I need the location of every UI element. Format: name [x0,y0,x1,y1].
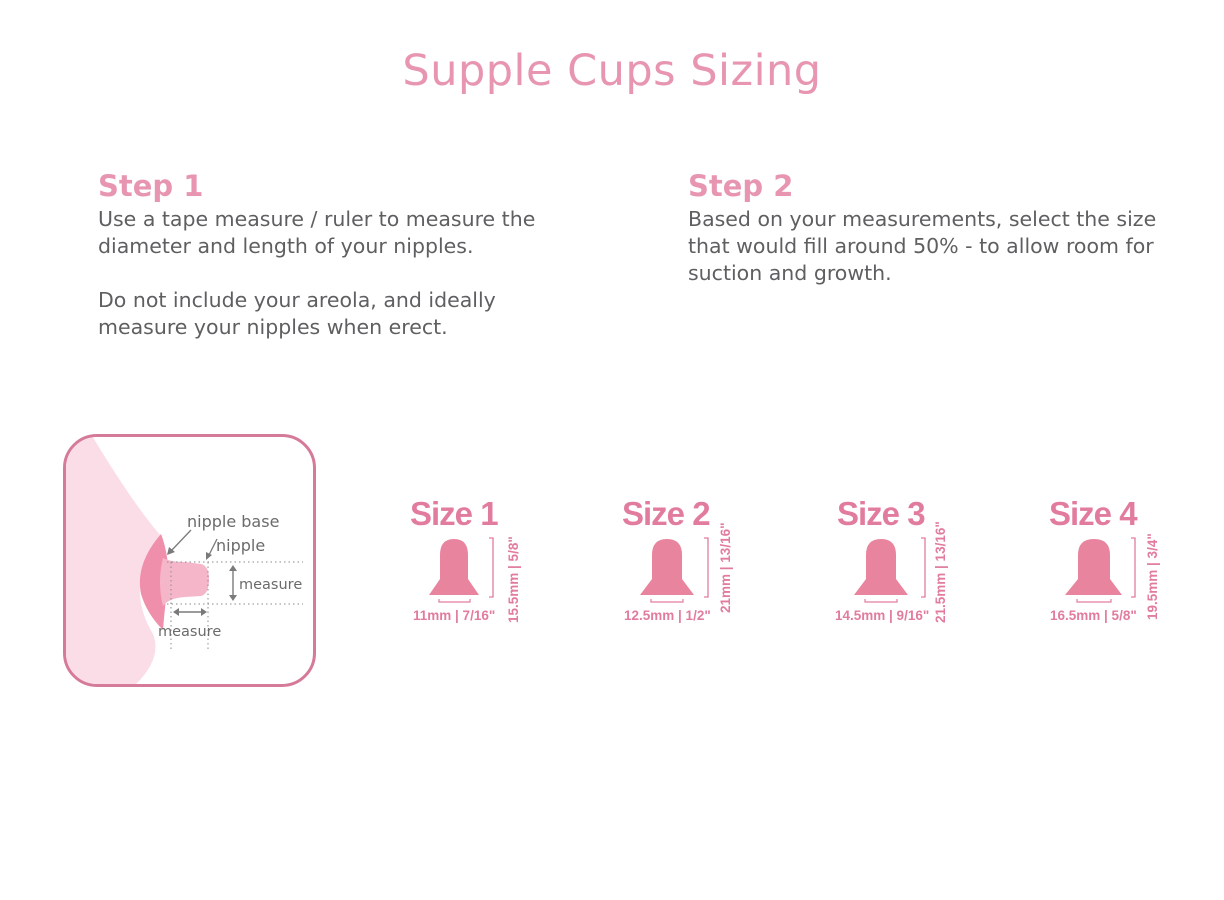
cup-icon [854,537,926,603]
size-card-2: Size 2 12.5mm | 1/2" 21mm | 13/16" [622,495,762,635]
size-label: Size 4 [1049,495,1138,532]
step-2-heading: Step 2 [688,169,794,203]
size-card-4: Size 4 16.5mm | 5/8" 19.5mm | 3/4" [1049,495,1189,635]
height-measurement: 15.5mm | 5/8" [506,536,521,623]
width-measurement: 11mm | 7/16" [413,608,496,623]
length-arrow [173,608,207,616]
breast-shape [66,437,161,684]
nipple-shape [160,558,209,606]
diameter-arrow [229,565,237,601]
size-label: Size 3 [837,495,926,532]
width-measurement: 14.5mm | 9/16" [835,608,930,623]
size-card-3: Size 3 14.5mm | 9/16" 21.5mm | 13/16" [835,495,977,635]
width-measurement: 12.5mm | 1/2" [624,608,711,623]
height-measurement: 19.5mm | 3/4" [1145,533,1160,620]
step-1: Step 1 Use a tape measure / ruler to mea… [98,168,568,341]
size-label: Size 1 [410,495,499,532]
step-1-note: Do not include your areola, and ideally … [98,288,496,339]
cup-icon [429,537,494,603]
breast-profile-illustration: nipple base nipple measure measure [66,437,303,684]
dotted-guides [167,561,303,649]
measurement-diagram: nipple base nipple measure measure [63,434,316,687]
size-card-1: Size 1 11mm | 7/16" 15.5mm | 5/8" [410,495,550,635]
nipple-label: nipple [216,536,265,555]
areola-shape [139,534,169,630]
cup-icon [1065,537,1136,603]
step-1-instruction: Use a tape measure / ruler to measure th… [98,207,536,258]
height-measurement: 21mm | 13/16" [718,522,733,614]
height-measurement: 21.5mm | 13/16" [933,521,948,623]
nipple-base-label: nipple base [187,512,279,531]
diameter-measure-label: measure [239,577,302,593]
length-measure-label: measure [158,624,221,640]
cup-icon [640,537,709,603]
width-measurement: 16.5mm | 5/8" [1050,608,1137,623]
page-title: Supple Cups Sizing [402,46,822,96]
step-2: Step 2 Based on your measurements, selec… [688,168,1158,287]
size-label: Size 2 [622,495,711,532]
step-1-heading: Step 1 [98,169,204,203]
label-pointers [167,529,218,560]
step-2-instruction: Based on your measurements, select the s… [688,207,1157,285]
